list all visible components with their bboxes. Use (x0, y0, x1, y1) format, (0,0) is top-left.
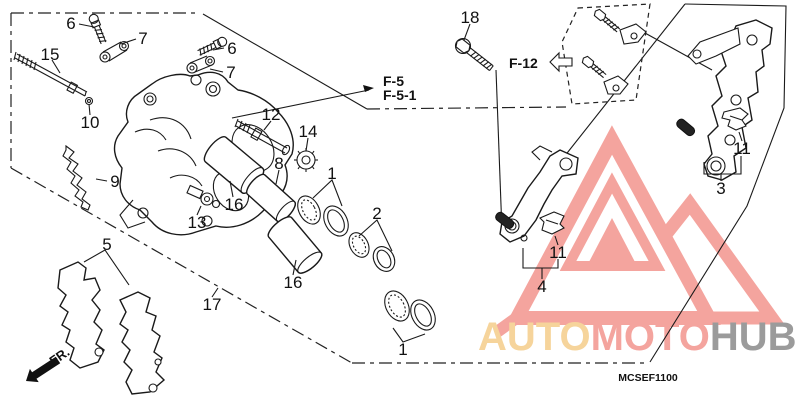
watermark-brand-text: AUTOMOTOHUB (478, 315, 797, 359)
callout-1b: 1 (398, 340, 407, 359)
f12-clamp-upper (619, 23, 647, 45)
pad-clip-11-left (539, 211, 565, 235)
callout-14: 14 (299, 122, 318, 141)
bleed-screw-13 (186, 184, 221, 209)
bracket-arm-4 (495, 145, 579, 243)
ref-f51-link[interactable]: F-5-1 (383, 87, 417, 103)
mount-bolt-18 (454, 37, 494, 71)
callout-12: 12 (262, 105, 281, 124)
callout-9: 9 (110, 172, 119, 191)
bolt-18-leader (495, 69, 503, 233)
seal-set-2 (348, 232, 396, 272)
piston-16-lower (267, 216, 323, 274)
bracket-enclosure (649, 3, 787, 363)
fr-direction-arrow (26, 356, 61, 383)
callout-2: 2 (372, 204, 381, 223)
banjo-bolt-6-right (197, 36, 228, 56)
assembly-17-line (10, 167, 353, 364)
callout-6b: 6 (227, 39, 236, 58)
callout-11b: 11 (733, 139, 751, 158)
callout-16a: 16 (225, 195, 244, 214)
callout-1a: 1 (327, 164, 336, 183)
callout-13: 13 (188, 213, 207, 232)
brake-pad-left (57, 261, 105, 369)
caliper-bracket-3 (676, 19, 773, 181)
leader-lines (51, 23, 743, 343)
f12-parts-box (561, 3, 651, 105)
watermark-logo (493, 125, 785, 337)
part-callouts: 6 7 15 10 6 7 9 13 16 8 12 14 1 2 16 5 1… (41, 8, 751, 359)
callout-16b: 16 (284, 273, 303, 292)
ref-f12-link[interactable]: F-12 (509, 55, 538, 71)
brand-auto: AUTO (478, 315, 591, 359)
hose-clamp-7-right (186, 55, 216, 74)
callout-5: 5 (102, 235, 111, 254)
seal-set-1-lower (384, 290, 436, 331)
diagram-code: MCSEF1100 (618, 372, 678, 384)
callout-3: 3 (716, 179, 725, 198)
watermark-swoosh (493, 311, 523, 337)
hose-clamp-7-left (99, 40, 130, 63)
callout-8: 8 (274, 154, 283, 173)
callout-15: 15 (41, 45, 60, 64)
pad-spring-9 (62, 144, 91, 211)
f12-leader-to-bracket3 (644, 32, 713, 71)
callout-17: 17 (203, 295, 222, 314)
callout-7a: 7 (138, 29, 147, 48)
brake-pad-right (119, 291, 166, 395)
seal-set-1-upper (297, 195, 349, 237)
piston-8 (245, 173, 297, 223)
callout-7b: 7 (226, 63, 235, 82)
banjo-bolt-6-left (88, 13, 107, 45)
pad-pin-15 (13, 51, 88, 97)
slide-pin-12 (234, 118, 291, 156)
washer-10 (84, 96, 94, 106)
callout-10: 10 (81, 113, 100, 132)
f12-bolt-upper (593, 8, 621, 33)
brand-moto: MOTO (591, 315, 710, 359)
watermark-inner-solid (589, 218, 635, 262)
callout-4: 4 (537, 277, 546, 296)
pin-boot-14 (294, 148, 318, 172)
callout-18: 18 (461, 8, 480, 27)
f12-bolt-lower (581, 55, 607, 79)
ref-f5-link[interactable]: F-5 (383, 73, 404, 89)
pad-clip-11-right (721, 107, 749, 131)
callout-11a: 11 (549, 243, 567, 262)
callout-6a: 6 (66, 14, 75, 33)
brand-hub: HUB (710, 315, 797, 359)
f12-clamp-lower (603, 75, 629, 95)
f12-arrow-icon (549, 51, 573, 73)
